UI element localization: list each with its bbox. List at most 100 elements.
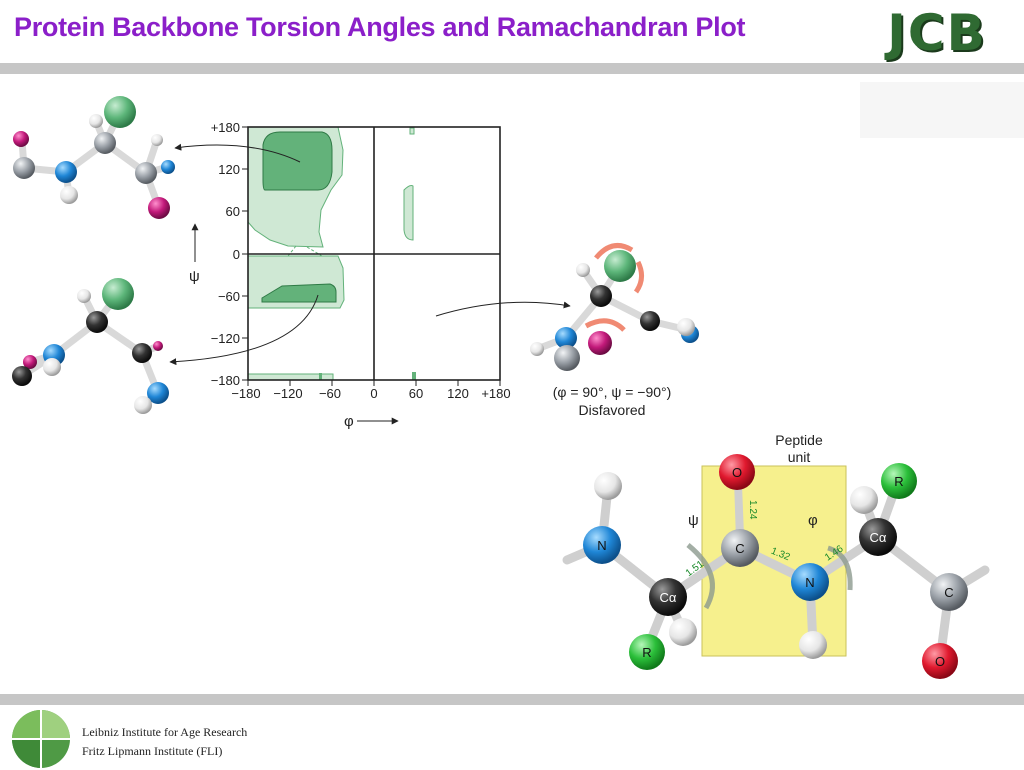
alpha-carbon-atom [86, 311, 108, 333]
left-alpha-light [403, 185, 414, 241]
atom-label: R [642, 645, 651, 660]
hydrogen-atom [530, 342, 544, 356]
hydrogen-atom [594, 472, 622, 500]
hydrogen-atom [677, 318, 695, 336]
phi-symbol: φ [808, 512, 818, 529]
psi-rotation-arc [686, 543, 715, 610]
r-group-atom [629, 634, 665, 670]
hydrogen-atom [43, 358, 61, 376]
hydrogen-atom [77, 289, 91, 303]
x-tick-label: −60 [319, 386, 341, 401]
ramachandran-plot: +180 120 60 0 −60 −120 −180 −180 −120 −6… [189, 120, 511, 430]
r-group-atom [881, 463, 917, 499]
atom-label: O [935, 654, 945, 669]
footer-divider [0, 694, 1024, 705]
jcb-logo-text: JCB [887, 4, 987, 62]
nitrogen-atom [555, 327, 577, 349]
y-tick-label: 0 [233, 247, 240, 262]
oxygen-atom [719, 454, 755, 490]
steric-clash-arc [594, 243, 634, 260]
disfavored-label: Disfavored [579, 402, 646, 418]
magenta-atom [588, 331, 612, 355]
magenta-atom [23, 355, 37, 369]
arrow-to-disfavored-molecule [435, 301, 571, 317]
y-tick-label: −180 [211, 373, 240, 388]
x-tick-label: +180 [481, 386, 510, 401]
y-tick-label: −120 [211, 331, 240, 346]
y-tick-label: 60 [226, 204, 240, 219]
atom-label: C [944, 585, 953, 600]
steric-clash-arc [584, 318, 626, 332]
x-tick-label: 0 [370, 386, 377, 401]
slide-title: Protein Backbone Torsion Angles and Rama… [14, 12, 746, 42]
small-mark-60 [412, 372, 416, 380]
corner-shade [860, 82, 1024, 138]
hydrogen-atom [134, 396, 152, 414]
fli-logo-icon [12, 710, 70, 768]
x-tick-label: −120 [273, 386, 302, 401]
sidechain-atom [104, 96, 136, 128]
hydrogen-atom [60, 186, 78, 204]
carbon-atom [12, 366, 32, 386]
disfavored-angles: (φ = 90°, ψ = −90°) [553, 384, 672, 400]
disfavored-molecule [530, 243, 699, 371]
sidechain-atom [102, 278, 134, 310]
hydrogen-atom [669, 618, 697, 646]
atom-label: Cα [660, 590, 677, 605]
header-divider [0, 63, 1024, 74]
y-tick-label: +180 [211, 120, 240, 135]
carbon-atom [554, 345, 580, 371]
sidechain-atom [604, 250, 636, 282]
atom-label: R [894, 474, 903, 489]
peptide-unit-label: unit [788, 449, 811, 465]
institute-line-1: Leibniz Institute for Age Research [82, 725, 248, 739]
peptide-unit-diagram: Peptide unit ψ φ 1.51 [562, 432, 990, 679]
carbonyl-carbon-atom [930, 573, 968, 611]
beta-conformation-molecule [13, 96, 175, 219]
nitrogen-atom [791, 563, 829, 601]
hydrogen-atom [89, 114, 103, 128]
nitrogen-atom [583, 526, 621, 564]
bond-length-c-o: 1.24 [747, 500, 758, 520]
alpha-carbon-atom [590, 285, 612, 307]
jcb-logo: JCB [862, 4, 1012, 62]
atom-label: N [597, 538, 606, 553]
hydrogen-atom [576, 263, 590, 277]
arrow-to-beta-molecule [174, 143, 301, 163]
carbon-atom [640, 311, 660, 331]
alpha-carbon-atom [649, 578, 687, 616]
x-tick-label: 120 [447, 386, 469, 401]
carbon-atom [13, 157, 35, 179]
y-tick-label: −60 [218, 289, 240, 304]
carbonyl-carbon-atom [132, 343, 152, 363]
carbonyl-carbon-atom [135, 162, 157, 184]
peptide-unit-label: Peptide [775, 432, 823, 448]
psi-symbol: ψ [688, 512, 699, 529]
diagram-canvas: +180 120 60 0 −60 −120 −180 −180 −120 −6… [12, 96, 990, 679]
carbonyl-carbon-atom [721, 529, 759, 567]
top-right-sliver [409, 127, 415, 135]
phi-rotation-arc [827, 545, 853, 591]
institute-line-2: Fritz Lipmann Institute (FLI) [82, 744, 223, 758]
alpha-carbon-atom [94, 132, 116, 154]
hydrogen-atom [850, 486, 878, 514]
small-mark-n60 [319, 373, 322, 380]
atom-label: Cα [870, 530, 887, 545]
nitrogen-atom [161, 160, 175, 174]
x-tick-label: −180 [231, 386, 260, 401]
psi-axis-symbol: ψ [189, 268, 200, 285]
alpha-carbon-atom [859, 518, 897, 556]
magenta-atom [148, 197, 170, 219]
magenta-atom [13, 131, 29, 147]
institute-name: Leibniz Institute for Age Research Fritz… [82, 723, 247, 761]
magenta-atom [153, 341, 163, 351]
nitrogen-atom [147, 382, 169, 404]
hydrogen-atom [151, 134, 163, 146]
alpha-conformation-molecule [12, 278, 169, 414]
nitrogen-atom [55, 161, 77, 183]
hydrogen-atom [799, 631, 827, 659]
arrow-to-alpha-molecule [169, 294, 319, 366]
y-tick-label: 120 [218, 162, 240, 177]
atom-label: N [805, 575, 814, 590]
oxygen-atom [922, 643, 958, 679]
